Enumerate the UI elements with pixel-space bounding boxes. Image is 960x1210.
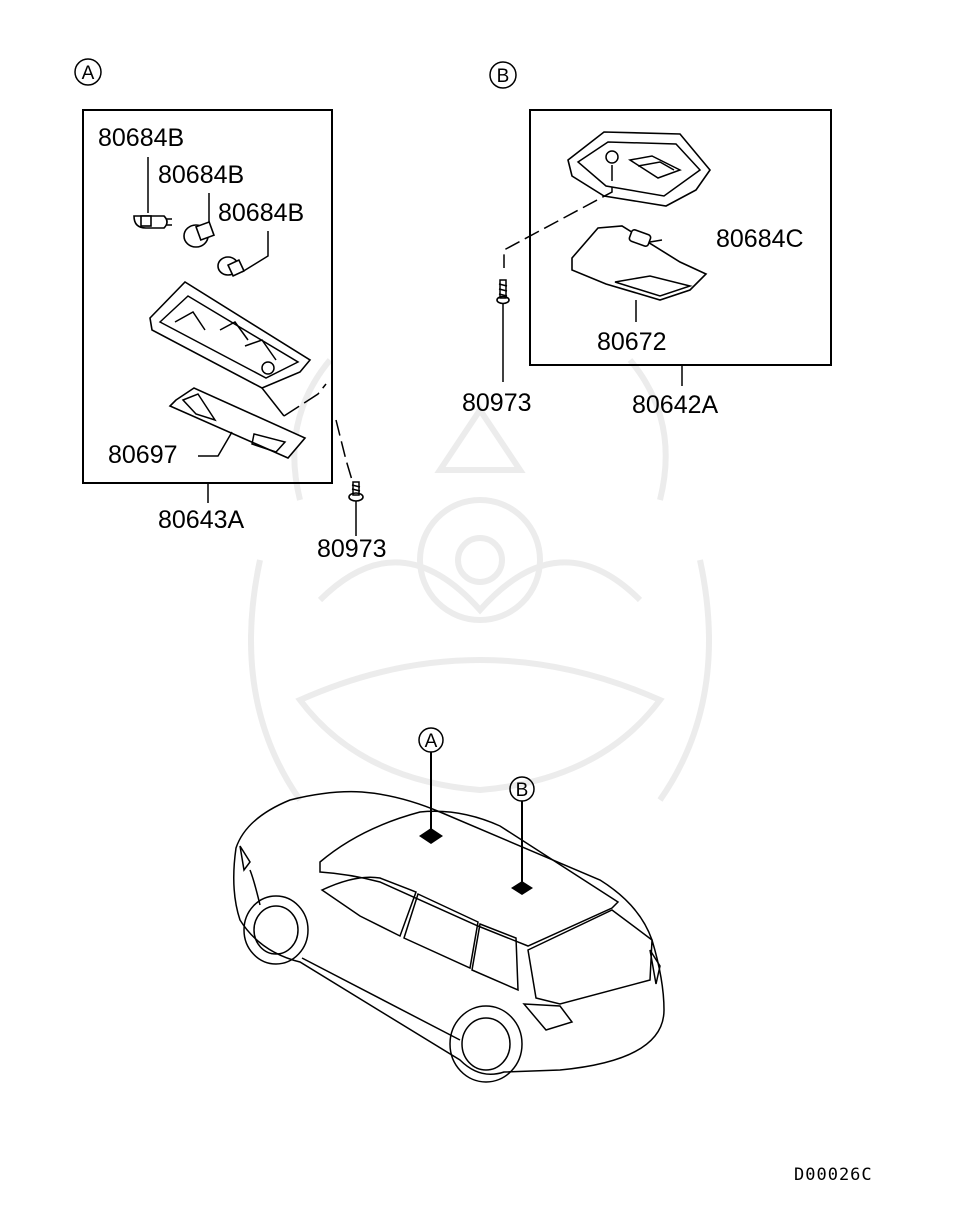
dashed-leader-b — [503, 165, 613, 268]
bulb-2-icon — [183, 221, 215, 248]
dashed-leader-a — [283, 383, 327, 417]
dashed-leader-a-screw — [335, 419, 353, 481]
lens-a-icon — [168, 387, 307, 459]
vehicle-outline — [233, 790, 665, 1083]
vehicle-marker-b-label: B — [516, 780, 529, 801]
label-bulb-2: 80684B — [158, 161, 244, 189]
label-bulb-b: 80684C — [716, 225, 804, 253]
bulb-3-icon — [217, 256, 246, 278]
lens-b-icon — [571, 225, 708, 301]
callout-b-label: B — [497, 66, 510, 87]
bulb-b-icon — [628, 228, 663, 248]
vehicle-marker-a-label: A — [425, 731, 438, 752]
screw-a-icon — [348, 481, 364, 536]
leader-lens-a — [198, 431, 233, 457]
label-assembly-a: 80643A — [158, 506, 245, 534]
bulb-1-icon — [133, 215, 172, 229]
label-bulb-1: 80684B — [98, 124, 184, 152]
callout-a-circle: A — [74, 58, 102, 86]
vehicle-marker-b: B — [509, 776, 535, 895]
label-screw-a: 80973 — [317, 535, 387, 563]
label-screw-b: 80973 — [462, 389, 532, 417]
callout-b-circle: B — [489, 61, 517, 89]
label-assembly-b: 80642A — [632, 391, 719, 419]
vehicle-marker-a: A — [418, 727, 444, 844]
group-b: B 80684C 80672 80 — [462, 61, 832, 419]
group-b-frame — [529, 109, 832, 366]
screw-b-icon — [496, 279, 510, 382]
callout-a-label: A — [82, 63, 95, 84]
drawing-code: D00026C — [794, 1165, 873, 1185]
watermark-emblem — [248, 358, 712, 802]
label-lens-b: 80672 — [597, 328, 667, 356]
label-bulb-3: 80684B — [218, 199, 304, 227]
lamp-housing-a-icon — [149, 280, 312, 417]
label-lens-a: 80697 — [108, 441, 178, 469]
leader-bulb-3 — [241, 231, 269, 273]
group-a: A 80684B 80684B 80684B — [74, 58, 387, 563]
lamp-housing-b-icon — [567, 131, 712, 207]
